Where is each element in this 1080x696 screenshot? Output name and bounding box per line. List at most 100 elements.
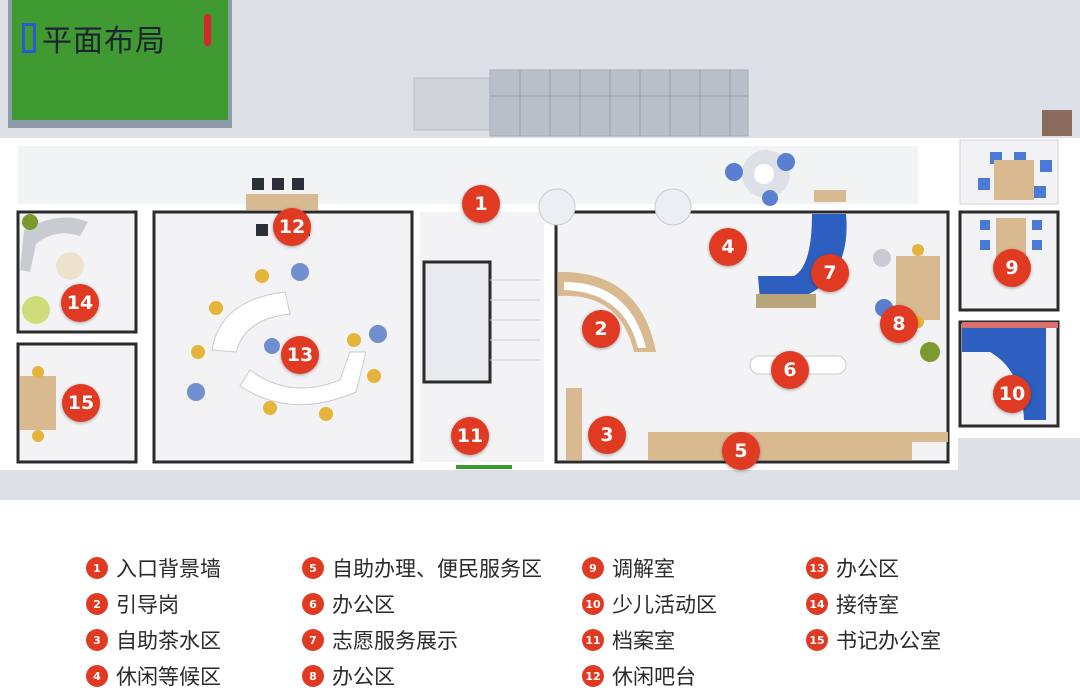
legend-number-badge: 6 [302, 593, 324, 615]
bar-counter [246, 194, 318, 210]
legend-column-2: 5 自助办理、便民服务区 6 办公区 7 志愿服务展示 8 办公区 [302, 550, 542, 694]
entrance-column-right [654, 188, 692, 226]
chair-room-15-b [32, 430, 44, 442]
area-marker-9: 9 [993, 249, 1031, 287]
legend-label: 调解室 [612, 557, 675, 581]
lawn-grass [12, 0, 228, 120]
legend-label: 办公区 [836, 557, 899, 581]
desk-room-15 [20, 376, 56, 430]
volunteer-display-planter [756, 294, 816, 308]
stairs [422, 260, 492, 384]
glass-roof-grid [490, 70, 748, 136]
legend: 1 入口背景墙 2 引导岗 3 自助茶水区 4 休闲等候区 5 自助办理、便民服务区 6 办公区 7 志愿… [0, 500, 1080, 696]
curved-desk-room-13 [211, 291, 291, 353]
legend-item: 11 档案室 [582, 622, 717, 658]
legend-label: 自助办理、便民服务区 [332, 557, 542, 581]
legend-label: 档案室 [612, 629, 675, 653]
legend-label: 引导岗 [116, 593, 179, 617]
area-marker-4: 4 [709, 228, 747, 266]
area-marker-5: 5 [722, 432, 760, 470]
area-marker-11: 11 [451, 417, 489, 455]
entrance-column-left [538, 188, 576, 226]
legend-item: 4 休闲等候区 [86, 658, 221, 694]
area-marker-1: 1 [462, 185, 500, 223]
legend-number-badge: 5 [302, 557, 324, 579]
lounge-seats [725, 153, 795, 206]
area-marker-14: 14 [61, 284, 99, 322]
green-seat-room-14 [22, 296, 50, 324]
legend-item: 7 志愿服务展示 [302, 622, 542, 658]
plant-room-14 [22, 214, 38, 230]
legend-label: 休闲吧台 [612, 665, 696, 689]
table-annex-top [994, 160, 1034, 200]
curved-desk-room-13-b [239, 351, 367, 406]
legend-item: 3 自助茶水区 [86, 622, 221, 658]
stools-room-13 [187, 263, 387, 401]
legend-item: 12 休闲吧台 [582, 658, 717, 694]
legend-item: 5 自助办理、便民服务区 [302, 550, 542, 586]
legend-number-badge: 7 [302, 629, 324, 651]
legend-number-badge: 10 [582, 593, 604, 615]
stair-steps [490, 279, 540, 361]
floor-plan-image: 平面布局 1 2 3 4 5 6 7 8 9 10 11 12 13 14 15 [0, 0, 1080, 500]
legend-item: 13 办公区 [806, 550, 941, 586]
area-marker-7: 7 [811, 254, 849, 292]
outdoor-planter [1042, 110, 1072, 136]
area-marker-10: 10 [993, 375, 1031, 413]
legend-number-badge: 15 [806, 629, 828, 651]
floor-plan-drawing [0, 0, 1080, 470]
legend-number-badge: 2 [86, 593, 108, 615]
area-marker-15: 15 [62, 384, 100, 422]
legend-item: 15 书记办公室 [806, 622, 941, 658]
legend-label: 志愿服务展示 [332, 629, 458, 653]
volunteer-display-board [814, 190, 846, 202]
rug-room-14 [56, 252, 84, 280]
page-title: 平面布局 [22, 16, 166, 60]
legend-label: 书记办公室 [836, 629, 941, 653]
page-title-text: 平面布局 [42, 24, 166, 59]
legend-number-badge: 13 [806, 557, 828, 579]
play-area-strip [962, 322, 1058, 328]
legend-number-badge: 8 [302, 665, 324, 687]
legend-item: 6 办公区 [302, 586, 542, 622]
glass-roof [489, 69, 749, 137]
legend-item: 10 少儿活动区 [582, 586, 717, 622]
legend-number-badge: 4 [86, 665, 108, 687]
lounge-center [754, 164, 774, 184]
legend-label: 办公区 [332, 665, 395, 689]
sofa-room-14 [20, 217, 88, 272]
area-marker-6: 6 [771, 351, 809, 389]
stool-grey [873, 249, 891, 267]
legend-label: 办公区 [332, 593, 395, 617]
guide-desk-top [564, 282, 646, 348]
legend-number-badge: 3 [86, 629, 108, 651]
service-counter-end [906, 432, 948, 442]
outdoor-canopy [413, 77, 497, 131]
archive-door [456, 465, 512, 469]
area-marker-3: 3 [588, 416, 626, 454]
legend-label: 自助茶水区 [116, 629, 221, 653]
chairs-room-9 [978, 152, 1052, 250]
service-counter [648, 432, 912, 460]
plant-desk-8 [920, 342, 940, 362]
legend-number-badge: 1 [86, 557, 108, 579]
legend-column-1: 1 入口背景墙 2 引导岗 3 自助茶水区 4 休闲等候区 [86, 550, 221, 694]
legend-item: 1 入口背景墙 [86, 550, 221, 586]
chairs-room-13 [191, 269, 381, 421]
area-marker-13: 13 [281, 336, 319, 374]
legend-label: 入口背景墙 [116, 557, 221, 581]
legend-number-badge: 9 [582, 557, 604, 579]
legend-number-badge: 11 [582, 629, 604, 651]
legend-label: 休闲等候区 [116, 665, 221, 689]
fire-extinguisher-icon [204, 14, 211, 46]
legend-item: 9 调解室 [582, 550, 717, 586]
legend-label: 少儿活动区 [612, 593, 717, 617]
title-box-icon [22, 23, 36, 53]
legend-number-badge: 12 [582, 665, 604, 687]
area-marker-12: 12 [273, 208, 311, 246]
area-marker-8: 8 [880, 305, 918, 343]
legend-number-badge: 14 [806, 593, 828, 615]
legend-item: 8 办公区 [302, 658, 542, 694]
